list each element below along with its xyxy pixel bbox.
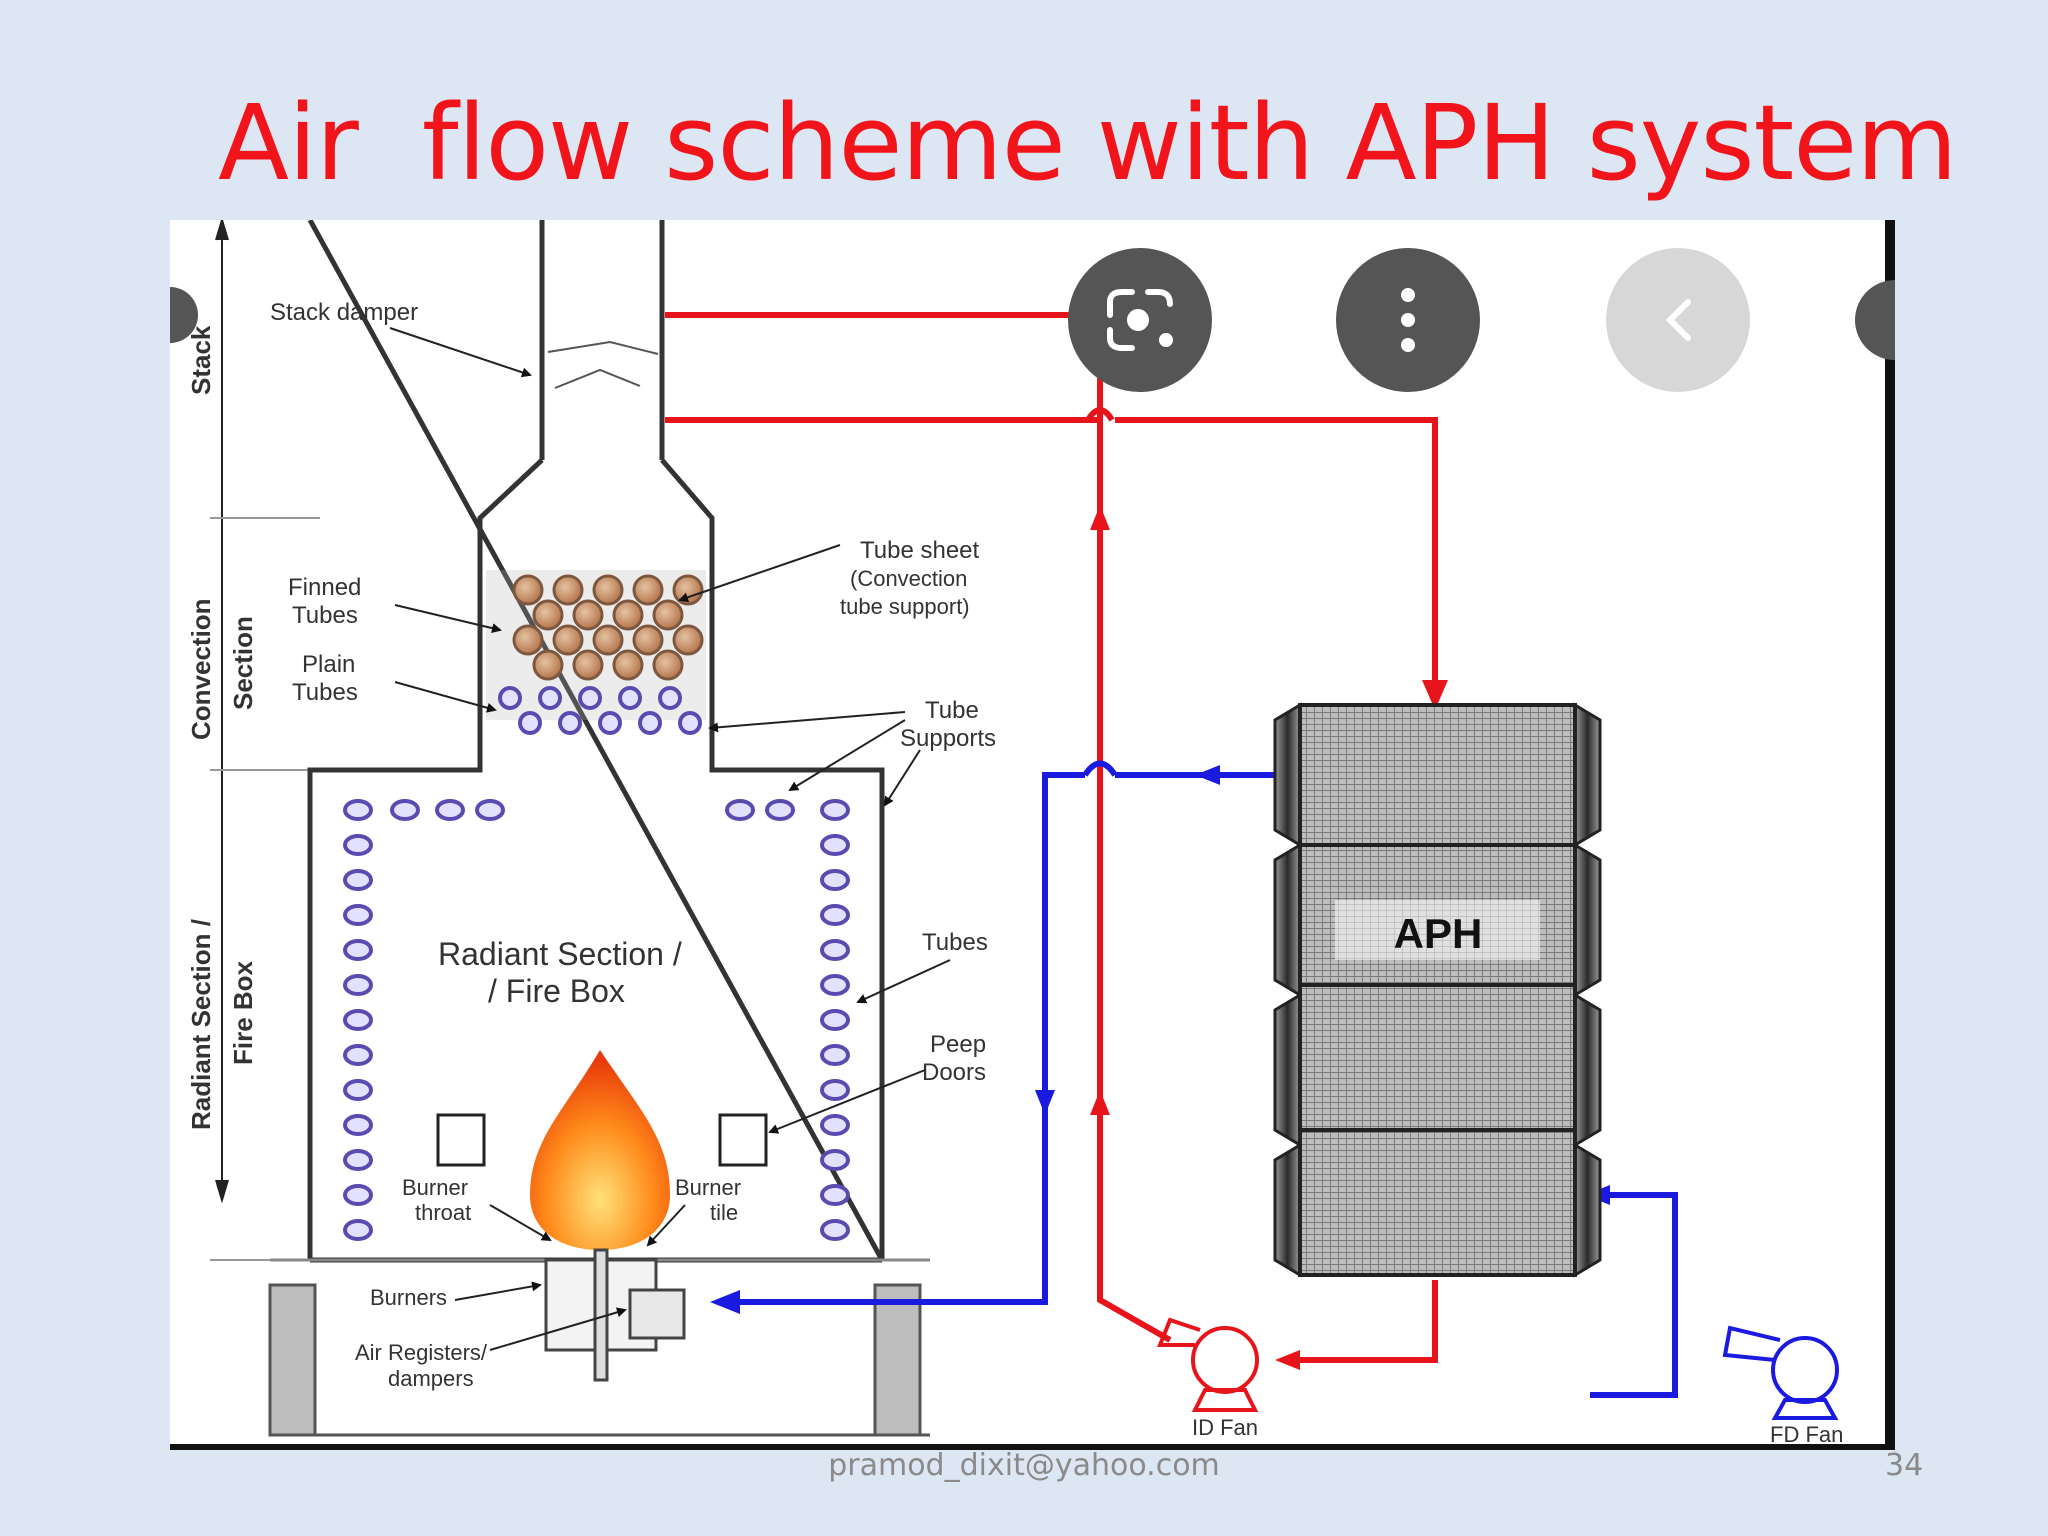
back-chevron-icon bbox=[1665, 299, 1691, 341]
label-finned: Finned bbox=[288, 574, 361, 601]
radiant-tube bbox=[343, 1184, 373, 1206]
slide-title: Air flow scheme with APH system bbox=[218, 82, 1958, 204]
flue-gas-lines bbox=[665, 312, 1438, 1363]
radiant-tube bbox=[343, 1009, 373, 1031]
flame-icon bbox=[530, 1050, 670, 1250]
radiant-tube bbox=[343, 1114, 373, 1136]
radiant-tube bbox=[820, 834, 850, 856]
radiant-tube bbox=[765, 799, 795, 821]
label-radiant-center: Radiant Section / bbox=[438, 936, 682, 972]
radiant-tube bbox=[820, 1184, 850, 1206]
label-tube-sheet-3: tube support) bbox=[840, 594, 970, 619]
radiant-tube bbox=[343, 1149, 373, 1171]
aph-unit bbox=[1273, 702, 1602, 1278]
radiant-tube bbox=[820, 799, 850, 821]
radiant-tube bbox=[820, 904, 850, 926]
label-tube-sheet-2: (Convection bbox=[850, 566, 967, 591]
dimension-lines bbox=[210, 220, 480, 1261]
label-air-registers: Air Registers/ bbox=[355, 1340, 488, 1365]
radiant-tube bbox=[820, 1149, 850, 1171]
radiant-tube bbox=[343, 1079, 373, 1101]
label-burner-tile-2: tile bbox=[710, 1200, 738, 1225]
finned-tubes bbox=[512, 574, 704, 681]
back-button[interactable] bbox=[1606, 248, 1750, 392]
label-stack-damper: Stack damper bbox=[270, 299, 418, 326]
radiant-tube bbox=[343, 1044, 373, 1066]
label-id-fan: ID Fan bbox=[1192, 1415, 1258, 1440]
label-stack: Stack bbox=[186, 325, 216, 395]
slide-number: 34 bbox=[1885, 1448, 1924, 1483]
label-dampers: dampers bbox=[388, 1366, 474, 1391]
label-firebox: Fire Box bbox=[228, 960, 258, 1065]
heater-legs bbox=[268, 1283, 922, 1437]
peep-door-right bbox=[718, 1113, 768, 1167]
label-peep: Peep bbox=[930, 1031, 986, 1058]
burner-assembly bbox=[544, 1248, 686, 1382]
radiant-tube bbox=[343, 834, 373, 856]
peep-door-left bbox=[436, 1113, 486, 1167]
radiant-tube bbox=[475, 799, 505, 821]
radiant-tube bbox=[820, 974, 850, 996]
label-burner-throat-2: throat bbox=[415, 1200, 471, 1225]
radiant-tube bbox=[343, 904, 373, 926]
radiant-tube bbox=[343, 799, 373, 821]
radiant-tube bbox=[390, 799, 420, 821]
lens-button[interactable] bbox=[1068, 248, 1212, 392]
more-button[interactable] bbox=[1336, 248, 1480, 392]
label-burners: Burners bbox=[370, 1285, 447, 1310]
air-flow-diagram: Stack Convection Section Radiant Section… bbox=[170, 220, 1895, 1450]
label-plain-tubes: Tubes bbox=[292, 679, 358, 706]
label-firebox-center: / Fire Box bbox=[488, 973, 625, 1009]
radiant-tube bbox=[820, 1219, 850, 1241]
radiant-tube bbox=[820, 1044, 850, 1066]
radiant-tube bbox=[343, 869, 373, 891]
label-burner-throat: Burner bbox=[402, 1175, 468, 1200]
heater-body bbox=[307, 220, 885, 1262]
plain-tubes bbox=[498, 686, 702, 735]
stack-damper bbox=[547, 340, 659, 389]
radiant-tube bbox=[820, 1009, 850, 1031]
label-fd-fan: FD Fan bbox=[1770, 1422, 1843, 1447]
overlay-edge-right bbox=[1855, 280, 1895, 360]
radiant-tube bbox=[343, 1219, 373, 1241]
label-tubes: Tubes bbox=[922, 929, 988, 956]
label-tube-supports: Supports bbox=[900, 725, 996, 752]
label-peep-doors: Doors bbox=[922, 1059, 986, 1086]
id-fan bbox=[1157, 1317, 1259, 1412]
label-tube-sheet: Tube sheet bbox=[860, 537, 980, 564]
label-aph: APH bbox=[1394, 910, 1483, 957]
radiant-tube bbox=[435, 799, 465, 821]
label-convection: Convection bbox=[186, 598, 216, 740]
footer-email: pramod_dixit@yahoo.com bbox=[828, 1448, 1220, 1483]
label-section: Section bbox=[228, 616, 258, 710]
label-tube: Tube bbox=[925, 697, 979, 724]
radiant-tube bbox=[343, 939, 373, 961]
label-radiant: Radiant Section / bbox=[186, 919, 216, 1130]
radiant-tube bbox=[343, 974, 373, 996]
radiant-tube bbox=[820, 1079, 850, 1101]
overlay-edge-left bbox=[170, 287, 198, 343]
radiant-tubes bbox=[343, 799, 850, 1241]
label-plain: Plain bbox=[302, 651, 355, 678]
lens-icon bbox=[1107, 289, 1173, 351]
more-vert-icon bbox=[1401, 288, 1415, 352]
fd-fan bbox=[1722, 1325, 1839, 1420]
label-burner-tile: Burner bbox=[675, 1175, 741, 1200]
radiant-tube bbox=[820, 939, 850, 961]
radiant-tube bbox=[725, 799, 755, 821]
radiant-tube bbox=[820, 1114, 850, 1136]
radiant-tube bbox=[820, 869, 850, 891]
label-finned-tubes: Tubes bbox=[292, 602, 358, 629]
